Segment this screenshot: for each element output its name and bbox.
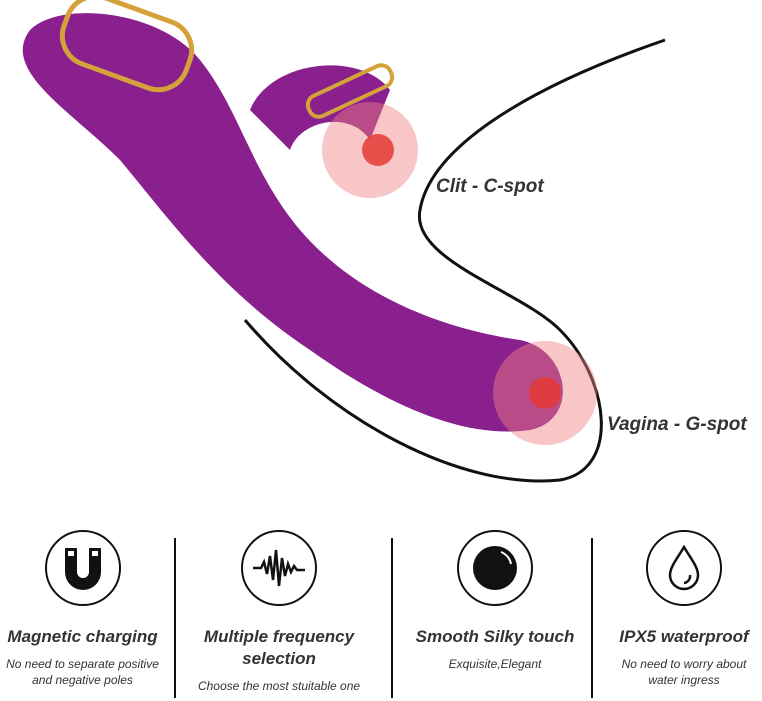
- feature-title: IPX5 waterproof: [619, 627, 749, 646]
- water-drop-icon: [646, 530, 722, 606]
- feature-title: Magnetic charging: [7, 627, 158, 646]
- divider: [591, 538, 593, 698]
- feature-subtitle: No need to worry about water ingress: [621, 657, 747, 687]
- feature-magnetic-charging: Magnetic charging No need to separate po…: [0, 530, 165, 688]
- feature-subtitle: No need to separate positive and negativ…: [6, 657, 159, 687]
- divider: [174, 538, 176, 698]
- feature-waterproof: IPX5 waterproof No need to worry about w…: [606, 530, 762, 688]
- feature-subtitle: Choose the most stuitable one: [197, 679, 361, 693]
- feature-title: Smooth Silky touch: [415, 627, 575, 646]
- feature-strip: Magnetic charging No need to separate po…: [0, 530, 762, 701]
- feature-frequency: Multiple frequency selection Choose the …: [188, 530, 370, 694]
- feature-subtitle: Exquisite,Elegant: [448, 657, 542, 671]
- callout-c-spot: Clit - C-spot: [436, 176, 544, 197]
- feature-smooth-touch: Smooth Silky touch Exquisite,Elegant: [400, 530, 590, 672]
- product-illustration: [22, 0, 666, 483]
- product-hero: Clit - C-spot Vagina - G-spot: [22, 0, 747, 483]
- feature-title: Multiple frequency selection: [203, 627, 355, 668]
- sphere-icon: [457, 530, 533, 606]
- magnet-icon: [44, 530, 121, 606]
- waveform-icon: [241, 530, 317, 606]
- divider: [391, 538, 393, 698]
- callout-g-spot: Vagina - G-spot: [607, 414, 747, 435]
